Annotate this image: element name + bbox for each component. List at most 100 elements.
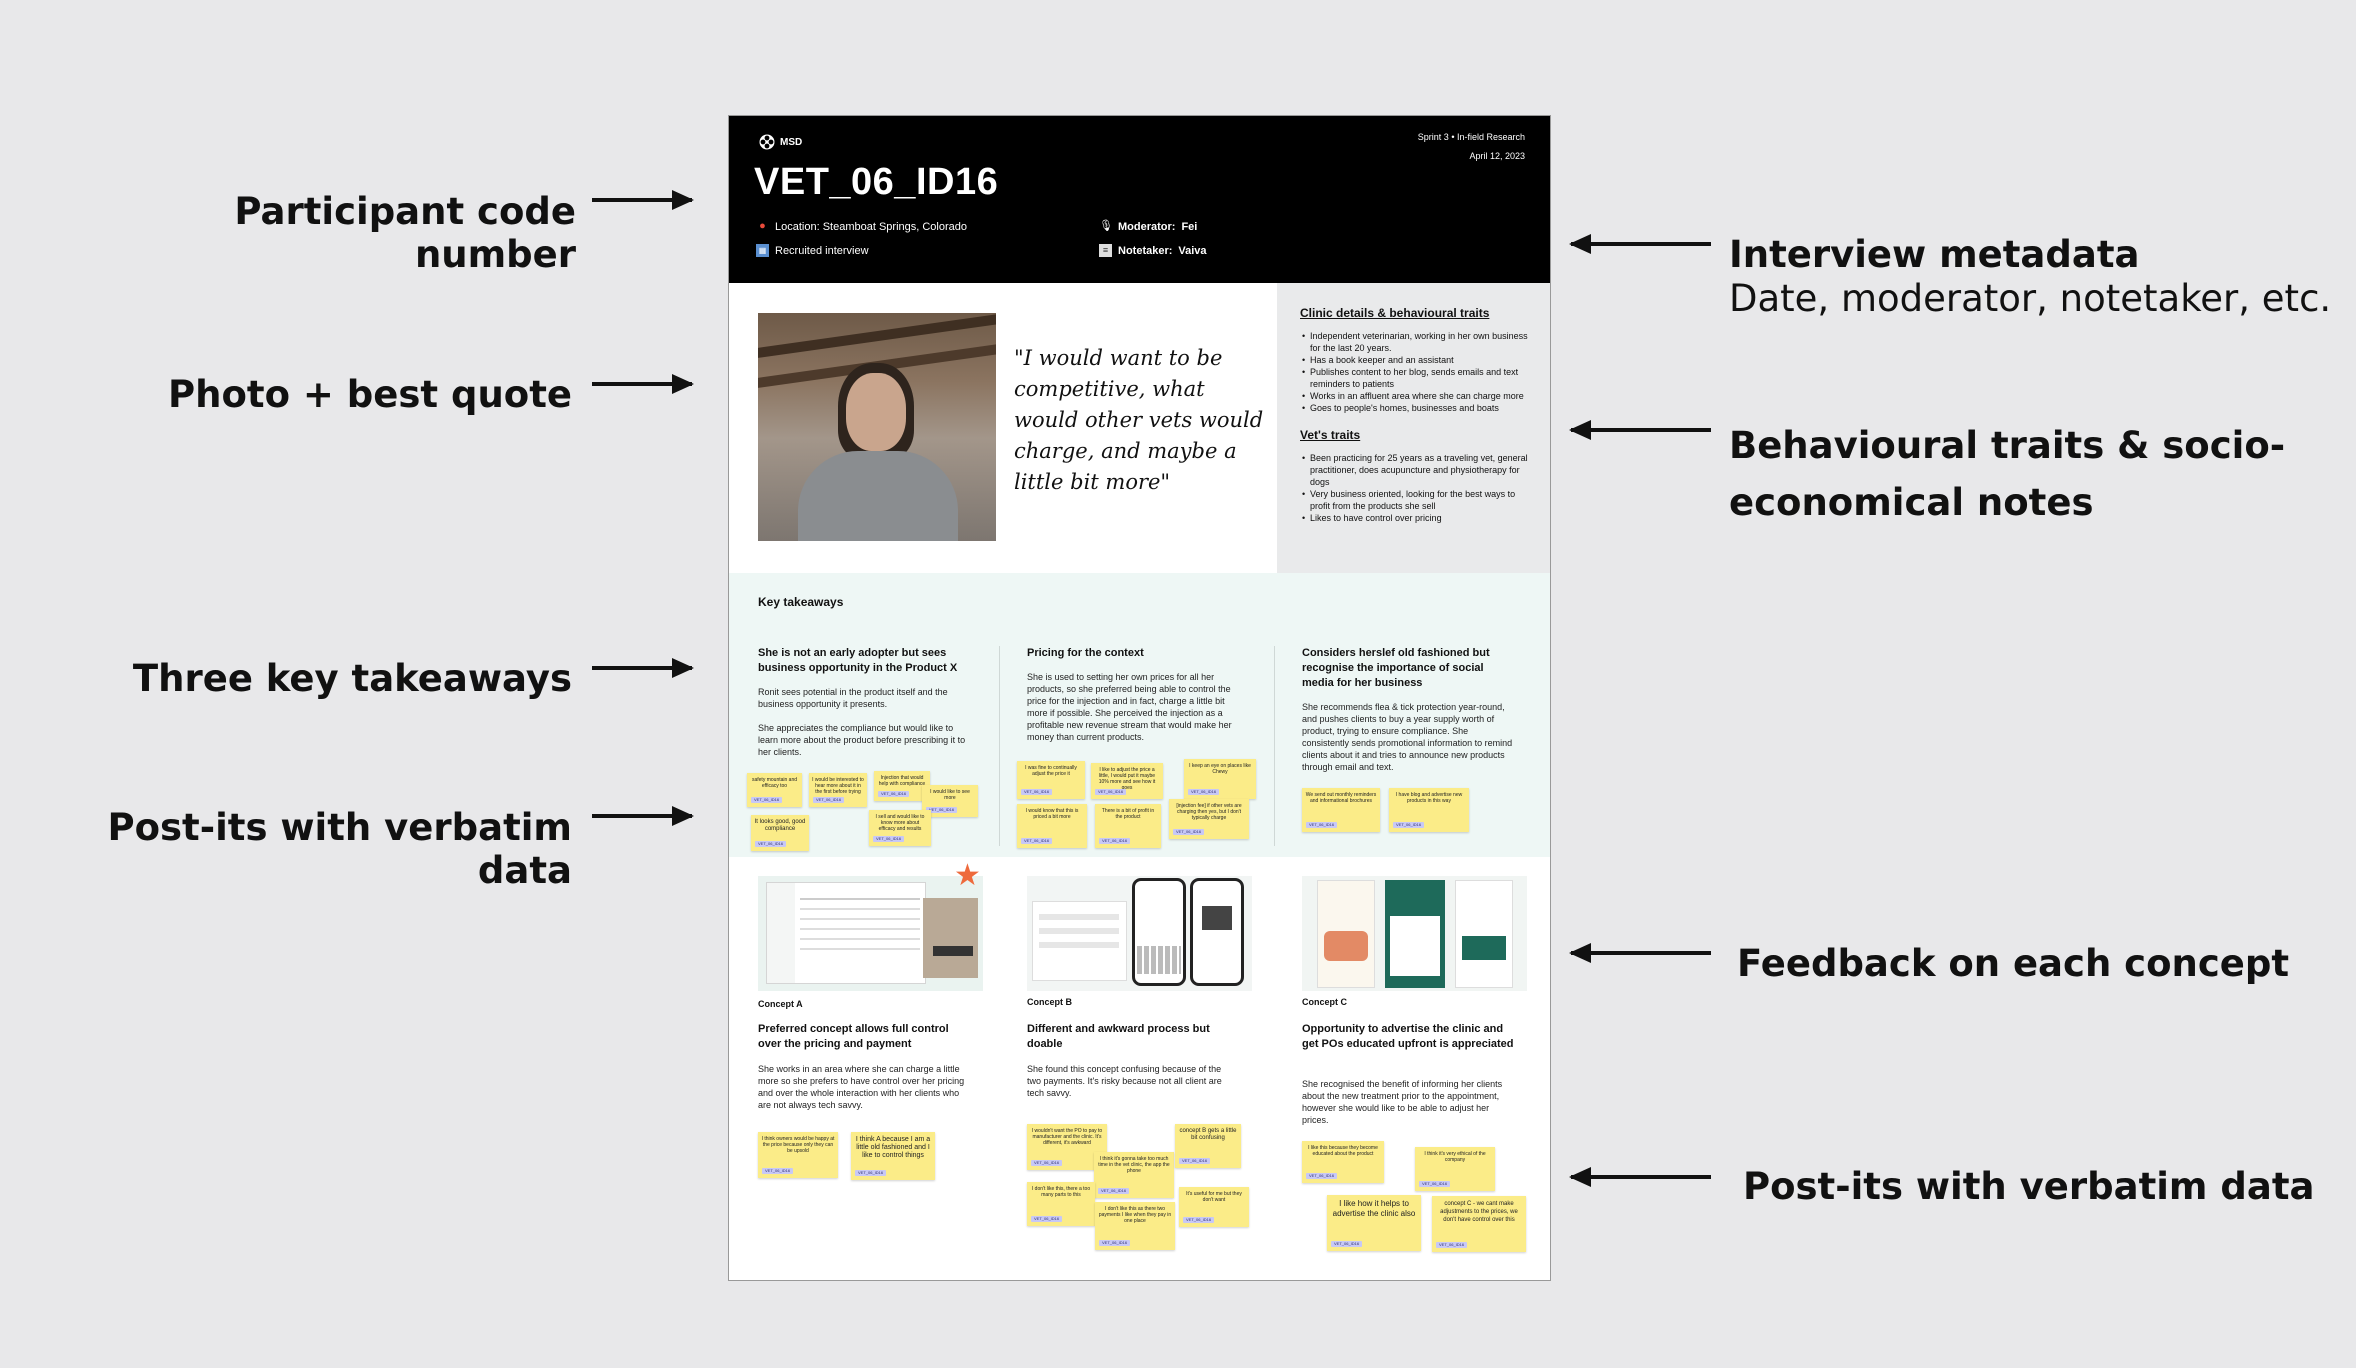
postit: We send out monthly reminders and inform… xyxy=(1302,788,1380,832)
callout-behavioural-line2: economical notes xyxy=(1729,481,2094,524)
callout-feedback: Feedback on each concept xyxy=(1737,942,2290,985)
concept-body: She recognised the benefit of informing … xyxy=(1302,1079,1503,1125)
postit-text: I think A because I am a little old fash… xyxy=(855,1136,931,1159)
postit-tag: VET_06_ID16 xyxy=(1419,1181,1451,1187)
arrow-participant-code xyxy=(592,190,694,210)
postit-tag: VET_06_ID16 xyxy=(926,807,958,813)
concept-title: Opportunity to advertise the clinic and … xyxy=(1302,1023,1514,1050)
interview-date: April 12, 2023 xyxy=(1469,151,1525,161)
postit-text: I think it's gonna take too much time in… xyxy=(1098,1156,1170,1174)
postit: I have blog and advertise new products i… xyxy=(1389,788,1469,832)
postit-tag: VET_06_ID16 xyxy=(1095,789,1127,795)
photo-quote-section: "I would want to be competitive, what wo… xyxy=(729,283,1277,573)
arrow-postits-right xyxy=(1569,1167,1711,1187)
takeaway-divider xyxy=(1274,646,1275,846)
postit-tag: VET_06_ID16 xyxy=(1099,1240,1131,1246)
postit-text: concept C - we cant make adjustments to … xyxy=(1440,1201,1518,1223)
takeaway-body: She recommends flea & tick protection ye… xyxy=(1302,702,1513,772)
key-takeaways-section: Key takeaways She is not an early adopte… xyxy=(729,573,1550,857)
postit-tag: VET_06_ID16 xyxy=(1436,1242,1468,1248)
star-icon: ★ xyxy=(954,859,981,892)
postit: [injection fee] if other vets are chargi… xyxy=(1169,799,1249,839)
location-text: Location: Steamboat Springs, Colorado xyxy=(775,220,968,233)
takeaway-3: Considers herslef old fashioned but reco… xyxy=(1302,646,1517,773)
callout-behavioural: Behavioural traits & socio- economical n… xyxy=(1729,417,2285,531)
postit-text: We send out monthly reminders and inform… xyxy=(1305,792,1377,804)
concept-body: She works in an area where she can charg… xyxy=(758,1064,965,1110)
postit-tag: VET_06_ID16 xyxy=(1099,838,1131,844)
trait-item: Publishes content to her blog, sends ema… xyxy=(1300,366,1532,390)
postit-text: I don't like this as there two payments … xyxy=(1098,1206,1172,1224)
postit: I was fine to continually adjust the pri… xyxy=(1017,761,1085,799)
arrow-photo-quote xyxy=(592,374,694,394)
postit-text: It's useful for me but they don't want xyxy=(1186,1191,1242,1203)
msd-logo-text: MSD xyxy=(780,136,803,148)
concept-title: Different and awkward process but doable xyxy=(1027,1023,1210,1050)
postit: I think A because I am a little old fash… xyxy=(851,1132,935,1180)
poster-header: MSD VET_06_ID16 Sprint 3 • In-field Rese… xyxy=(729,116,1550,283)
vet-trait-item: Likes to have control over pricing xyxy=(1300,512,1532,524)
key-takeaways-heading: Key takeaways xyxy=(758,595,844,609)
takeaway-1: She is not an early adopter but sees bus… xyxy=(758,646,973,758)
postit: I think it's very ethical of the company… xyxy=(1415,1147,1495,1191)
postit-text: I don't like this, there a too many part… xyxy=(1031,1186,1091,1198)
postit-tag: VET_06_ID16 xyxy=(1031,1216,1063,1222)
postit: I don't like this as there two payments … xyxy=(1095,1202,1175,1250)
postit-text: I sell and would like to know more about… xyxy=(875,814,925,832)
building-icon: ▦ xyxy=(756,244,769,257)
arrow-behavioural xyxy=(1569,420,1711,440)
moderator-name: Fei xyxy=(1181,220,1198,233)
postit: I like this because they become educated… xyxy=(1302,1141,1384,1183)
arrow-postits-left xyxy=(592,806,694,826)
concept-a-screenshot xyxy=(758,876,983,991)
callout-interview-metadata: Interview metadata Date, moderator, note… xyxy=(1729,233,2331,321)
participant-photo xyxy=(758,313,996,541)
postit-tag: VET_06_ID16 xyxy=(1021,838,1053,844)
notetaker-label: Notetaker: xyxy=(1118,244,1173,257)
recruitment-text: Recruited interview xyxy=(775,244,869,257)
recruitment-row: ▦ Recruited interview xyxy=(756,244,869,257)
msd-logo-icon xyxy=(759,134,775,150)
vet-traits-heading: Vet's traits xyxy=(1300,428,1361,442)
postit-tag: VET_06_ID16 xyxy=(1098,1188,1130,1194)
postit: I think owners would be happy at the pri… xyxy=(758,1132,838,1178)
concept-body: She found this concept confusing because… xyxy=(1027,1064,1222,1098)
callout-interview-metadata-sub: Date, moderator, notetaker, etc. xyxy=(1729,277,2332,320)
concept-label: Concept C xyxy=(1302,997,1347,1007)
postit-text: I keep an eye on places like Chewy xyxy=(1189,763,1251,775)
moderator-row: 🎙 Moderator: Fei xyxy=(1099,220,1197,233)
postit-text: I like this because they become educated… xyxy=(1308,1145,1378,1157)
postit: I don't like this, there a too many part… xyxy=(1027,1182,1095,1226)
concept-c-screenshot xyxy=(1302,876,1527,991)
msd-logo: MSD xyxy=(759,134,802,150)
takeaway-title: She is not an early adopter but sees bus… xyxy=(758,647,958,674)
concept-label: Concept A xyxy=(758,999,803,1009)
postit-tag: VET_06_ID16 xyxy=(751,797,783,803)
postit-text: I like to adjust the price a little, I w… xyxy=(1098,767,1156,791)
postit-text: There is a bit of profit in the product xyxy=(1101,808,1155,820)
postit-text: Injection that would help with complianc… xyxy=(878,775,926,787)
arrow-key-takeaways xyxy=(592,658,694,678)
postit-text: I would be interested to hear more about… xyxy=(812,777,864,795)
callout-interview-metadata-title: Interview metadata xyxy=(1729,233,2140,276)
trait-item: Has a book keeper and an assistant xyxy=(1300,354,1532,366)
postit-text: safety mountain and efficacy too xyxy=(751,777,798,789)
postit-text: I was fine to continually adjust the pri… xyxy=(1025,765,1077,777)
postit-tag: VET_06_ID16 xyxy=(855,1170,887,1176)
postit-text: I wouldn't want the PO to pay to manufac… xyxy=(1031,1128,1103,1146)
traits-panel: Clinic details & behavioural traits Inde… xyxy=(1277,283,1550,573)
postit-tag: VET_06_ID16 xyxy=(762,1168,794,1174)
notetaker-name: Vaiva xyxy=(1178,244,1207,257)
trait-item: Works in an affluent area where she can … xyxy=(1300,390,1532,402)
postit: Injection that would help with complianc… xyxy=(874,771,930,801)
research-poster: MSD VET_06_ID16 Sprint 3 • In-field Rese… xyxy=(728,115,1551,1281)
notebook-icon: ≡ xyxy=(1099,244,1112,257)
postit-tag: VET_06_ID16 xyxy=(813,797,845,803)
concept-title: Preferred concept allows full control ov… xyxy=(758,1023,949,1050)
postit-text: I would like to see more xyxy=(930,789,970,801)
postit-tag: VET_06_ID16 xyxy=(1173,829,1205,835)
traits-list: Independent veterinarian, working in her… xyxy=(1300,330,1532,414)
